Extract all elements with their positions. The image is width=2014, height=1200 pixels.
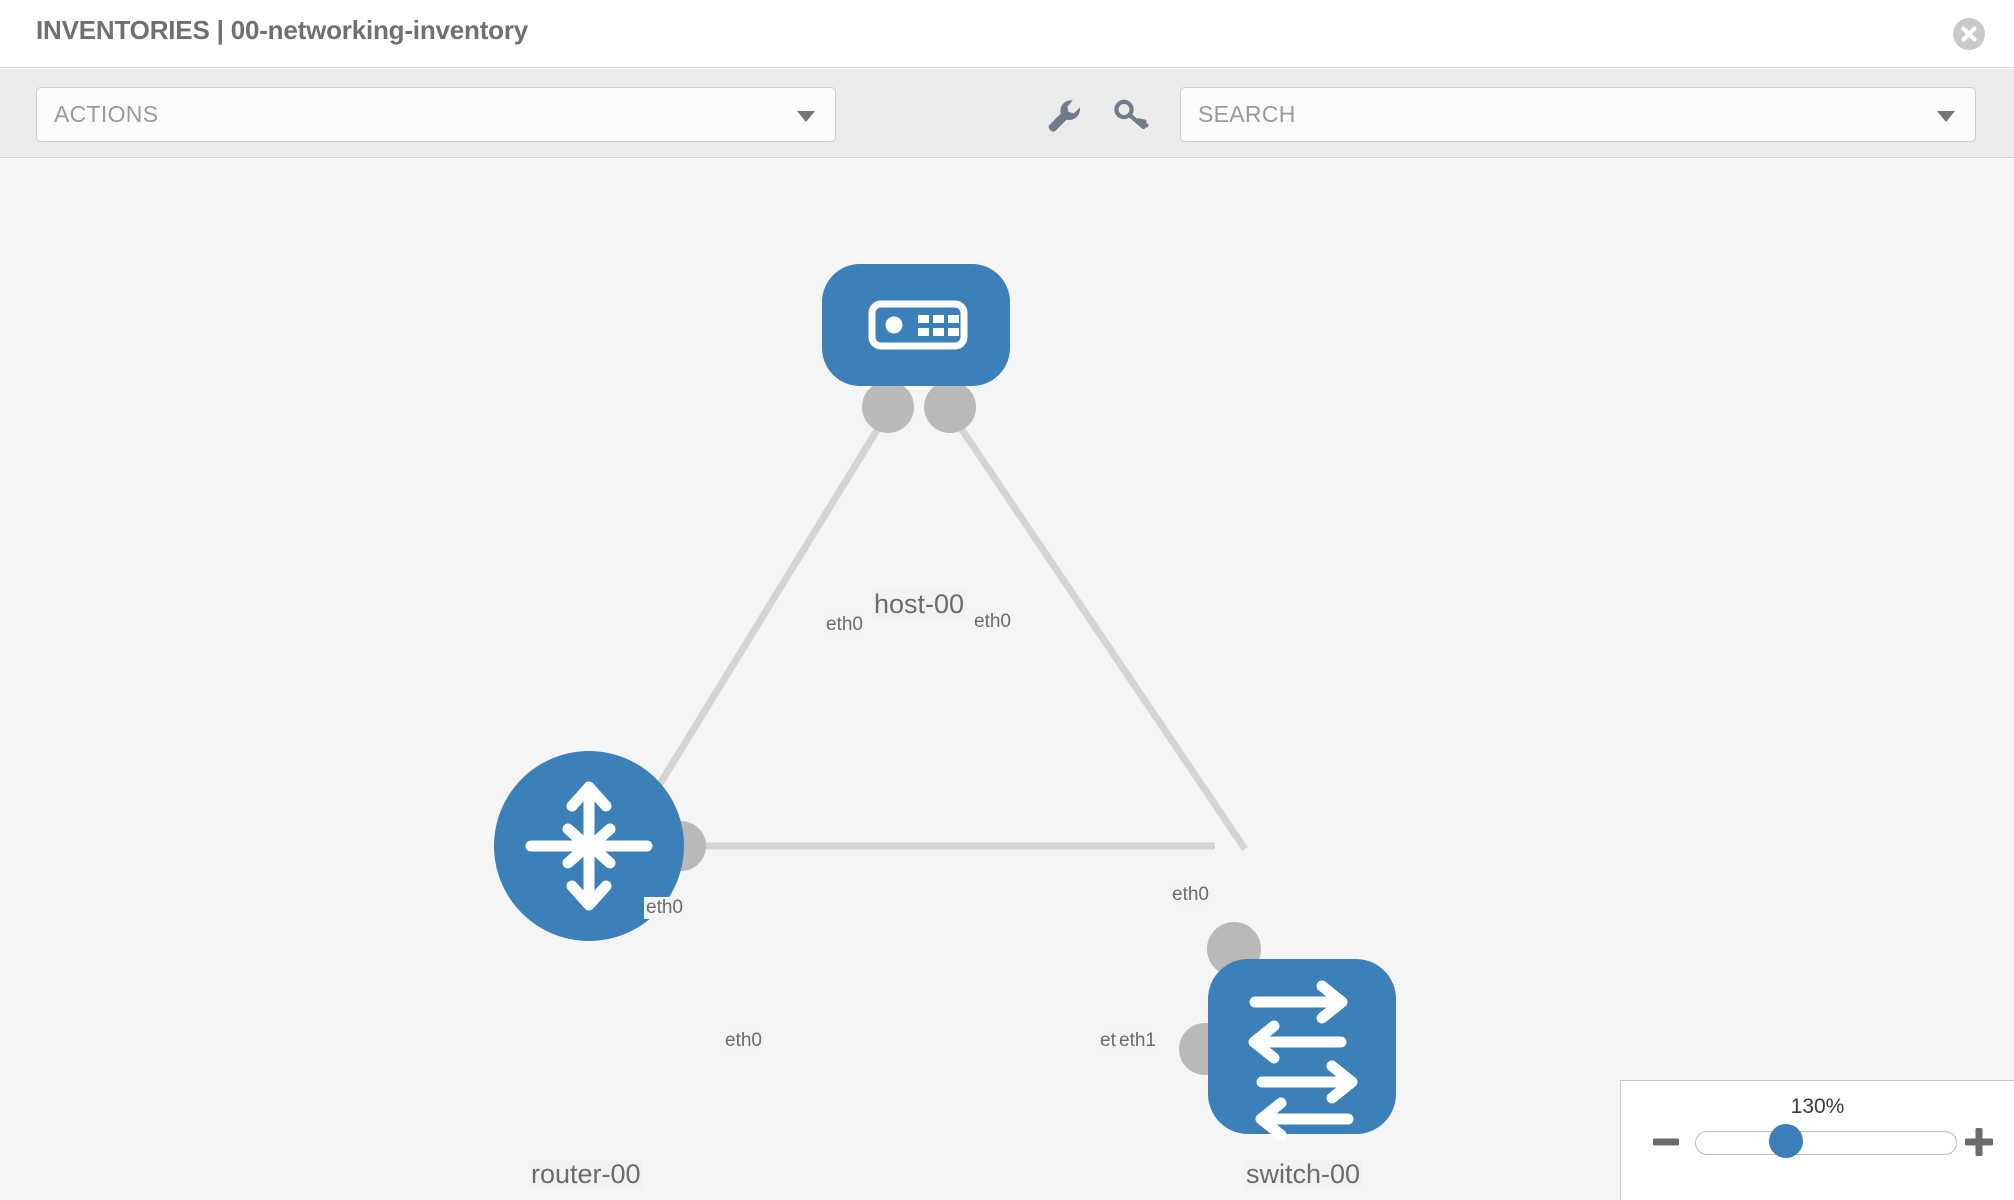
- port-label-host-left: eth0: [824, 614, 865, 636]
- page-title: INVENTORIES | 00-networking-inventory: [36, 15, 529, 45]
- zoom-slider-track[interactable]: [1695, 1131, 1957, 1155]
- zoom-control: 130%: [1620, 1080, 2014, 1200]
- link-host-switch: [945, 407, 1248, 851]
- search-chevron-down-icon[interactable]: [1937, 111, 1955, 122]
- node-label-router-00: router-00: [529, 1159, 643, 1190]
- actions-dropdown[interactable]: ACTIONS: [36, 87, 836, 142]
- port-label-switch-up: eth0: [1170, 884, 1211, 906]
- wrench-icon[interactable]: [1042, 94, 1084, 136]
- node-host-00[interactable]: [822, 264, 1010, 386]
- router-arrows-icon: [525, 781, 653, 911]
- node-router-00[interactable]: [494, 751, 684, 941]
- zoom-slider-thumb[interactable]: [1769, 1124, 1803, 1158]
- close-icon[interactable]: [1952, 17, 1986, 51]
- topology-canvas[interactable]: host-00 router-00 switch-00 eth0 eth0 et…: [0, 159, 2014, 1200]
- plus-icon[interactable]: [1962, 1125, 1996, 1159]
- server-icon: [868, 300, 968, 350]
- chevron-down-icon: [797, 111, 815, 122]
- node-label-host-00: host-00: [872, 589, 967, 620]
- key-icon[interactable]: [1110, 94, 1152, 136]
- search-input[interactable]: SEARCH: [1180, 87, 1976, 142]
- port-host-left: [862, 381, 914, 433]
- actions-dropdown-label: ACTIONS: [54, 101, 159, 127]
- port-label-switch-eth1: eth1: [1117, 1030, 1158, 1052]
- node-switch-00[interactable]: [1208, 959, 1396, 1141]
- link-host-router: [617, 407, 893, 851]
- search-placeholder: SEARCH: [1198, 101, 1296, 127]
- node-label-switch-00: switch-00: [1244, 1159, 1363, 1190]
- port-label-host-right: eth0: [972, 611, 1013, 633]
- port-label-router-up: eth0: [644, 897, 685, 919]
- port-label-router-eth0: eth0: [723, 1030, 764, 1052]
- toolbar: ACTIONS SEARCH: [0, 69, 2014, 158]
- page-header: INVENTORIES | 00-networking-inventory: [0, 0, 2014, 68]
- port-host-right: [924, 381, 976, 433]
- minus-icon[interactable]: [1649, 1125, 1683, 1159]
- topology-graph: [494, 264, 1396, 1141]
- zoom-level-value: 130%: [1790, 1095, 1845, 1118]
- switch-arrows-icon: [1248, 980, 1358, 1141]
